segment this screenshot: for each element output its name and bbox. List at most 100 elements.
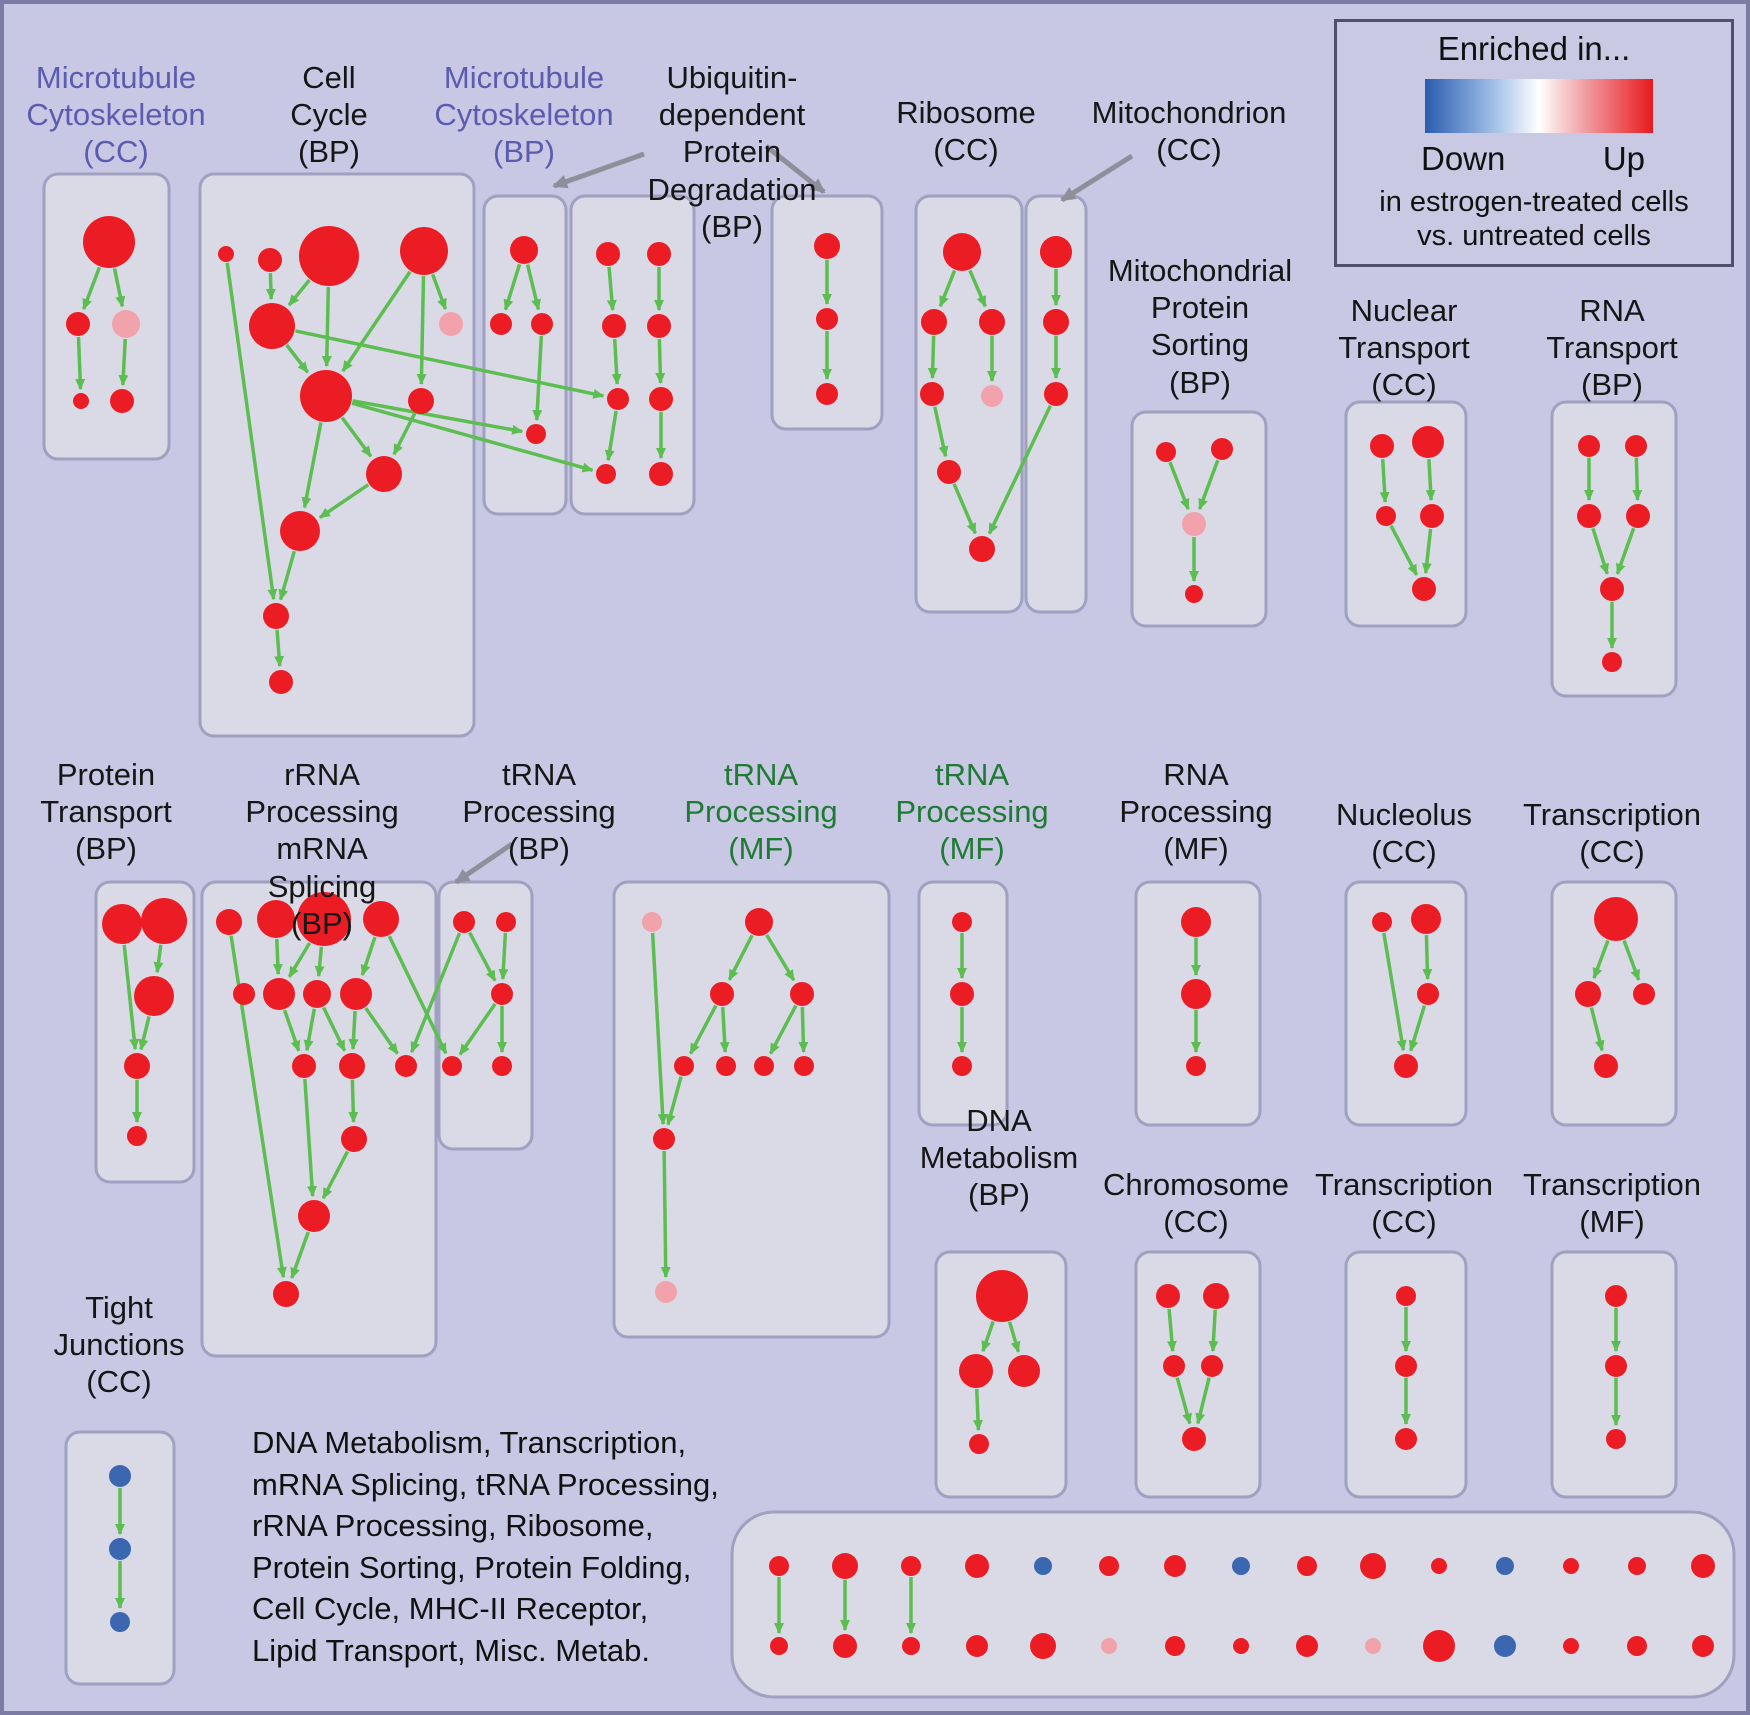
- go-term-node: [1395, 1428, 1417, 1450]
- relation-arrow: [272, 938, 283, 976]
- category-label: Transcription (MF): [1522, 1167, 1702, 1240]
- go-term-node: [769, 1556, 789, 1576]
- go-term-node: [1412, 577, 1436, 601]
- legend-subtitle-line2: vs. untreated cells: [1417, 220, 1651, 252]
- go-term-node: [1163, 1355, 1185, 1377]
- relation-arrow: [314, 946, 325, 978]
- go-term-node: [745, 908, 773, 936]
- go-term-node: [1297, 1556, 1317, 1576]
- relation-arrow: [611, 338, 622, 386]
- go-term-node: [110, 1612, 130, 1632]
- go-term-node: [1605, 1355, 1627, 1377]
- go-term-node: [814, 233, 840, 259]
- category-label: Protein Transport (BP): [40, 757, 172, 867]
- relation-arrow: [952, 483, 977, 535]
- relation-arrow: [282, 1009, 301, 1052]
- go-term-node: [979, 309, 1005, 335]
- go-term-node: [716, 1056, 736, 1076]
- go-term-node: [491, 983, 513, 1005]
- go-term-node: [976, 1270, 1028, 1322]
- category-list-text-line: Protein Sorting, Protein Folding,: [252, 1549, 692, 1585]
- relation-arrow: [938, 269, 957, 308]
- go-category-box: [612, 880, 891, 1339]
- color-scale-gradient: [1425, 79, 1653, 133]
- relation-arrow: [321, 1150, 350, 1200]
- go-term-node: [596, 242, 620, 266]
- category-label: Microtubule Cytoskeleton (BP): [434, 60, 614, 170]
- go-term-node: [981, 385, 1003, 407]
- category-list-text-line: Lipid Transport, Misc. Metab.: [252, 1632, 650, 1668]
- go-term-node: [233, 983, 255, 1005]
- relation-arrow: [1421, 528, 1433, 575]
- relation-arrow: [321, 1006, 347, 1052]
- relation-arrow: [352, 399, 524, 435]
- go-term-node: [1232, 1557, 1250, 1575]
- relation-arrow: [1589, 1007, 1605, 1052]
- go-term-node: [102, 904, 142, 944]
- category-list-text-line: rRNA Processing, Ribosome,: [252, 1508, 654, 1544]
- go-term-node: [531, 313, 553, 335]
- go-term-node: [127, 1126, 147, 1146]
- relation-arrow: [303, 1078, 317, 1198]
- go-term-node: [1577, 504, 1601, 528]
- go-category-box: [1134, 1250, 1262, 1499]
- go-term-node: [1494, 1635, 1516, 1657]
- go-term-node: [216, 909, 242, 935]
- category-label: Ubiquitin- dependent Protein Degradation…: [647, 60, 817, 244]
- go-term-node: [1600, 577, 1624, 601]
- go-term-node: [258, 248, 282, 272]
- go-term-node: [655, 1281, 677, 1303]
- relation-arrow: [122, 944, 140, 1051]
- annotation-arrow: [552, 151, 645, 189]
- relation-arrow: [340, 416, 373, 458]
- category-label: Nuclear Transport (CC): [1338, 293, 1470, 403]
- go-term-node: [526, 424, 546, 444]
- go-term-node: [395, 1055, 417, 1077]
- go-term-node: [340, 978, 372, 1010]
- go-term-node: [292, 1054, 316, 1078]
- relation-arrow: [387, 935, 448, 1055]
- go-term-node: [1411, 904, 1441, 934]
- relation-arrow: [431, 273, 448, 310]
- relation-arrow: [1622, 939, 1641, 981]
- go-term-node: [298, 1200, 330, 1232]
- go-term-node: [969, 1434, 989, 1454]
- relation-arrow: [274, 629, 285, 668]
- relation-arrow: [604, 410, 618, 462]
- category-label: Nucleolus (CC): [1335, 797, 1473, 870]
- annotation-arrow: [454, 841, 514, 885]
- go-term-node: [492, 1056, 512, 1076]
- relation-arrow: [1591, 527, 1609, 575]
- legend-title: Enriched in...: [1437, 30, 1631, 67]
- relation-arrow: [82, 266, 102, 310]
- go-term-node: [66, 312, 90, 336]
- go-term-node: [1575, 981, 1601, 1007]
- category-label: tRNA Processing (BP): [462, 757, 616, 867]
- go-term-node: [965, 1554, 989, 1578]
- relation-arrow: [727, 934, 754, 981]
- category-label: tRNA Processing (MF): [895, 757, 1049, 867]
- go-term-node: [1633, 983, 1655, 1005]
- go-term-node: [832, 1553, 858, 1579]
- relation-arrow: [287, 942, 312, 978]
- go-term-node: [1563, 1558, 1579, 1574]
- go-term-node: [341, 1126, 367, 1152]
- relation-arrow: [285, 343, 310, 374]
- relation-arrow: [933, 406, 949, 458]
- go-term-node: [280, 511, 320, 551]
- relation-arrow: [295, 329, 605, 399]
- relation-arrow: [153, 944, 164, 974]
- relation-arrow: [351, 401, 594, 473]
- go-term-node: [1563, 1638, 1579, 1654]
- go-term-node: [1185, 585, 1203, 603]
- go-term-node: [1181, 979, 1211, 1009]
- category-label: Mitochondrial Protein Sorting (BP): [1107, 253, 1293, 400]
- relation-arrow: [1208, 1309, 1219, 1353]
- relation-arrow: [112, 268, 126, 308]
- relation-arrow: [927, 335, 938, 380]
- relation-arrow: [75, 336, 86, 391]
- relation-arrow: [301, 422, 323, 509]
- go-term-node: [453, 911, 475, 933]
- relation-arrow: [1195, 1377, 1211, 1425]
